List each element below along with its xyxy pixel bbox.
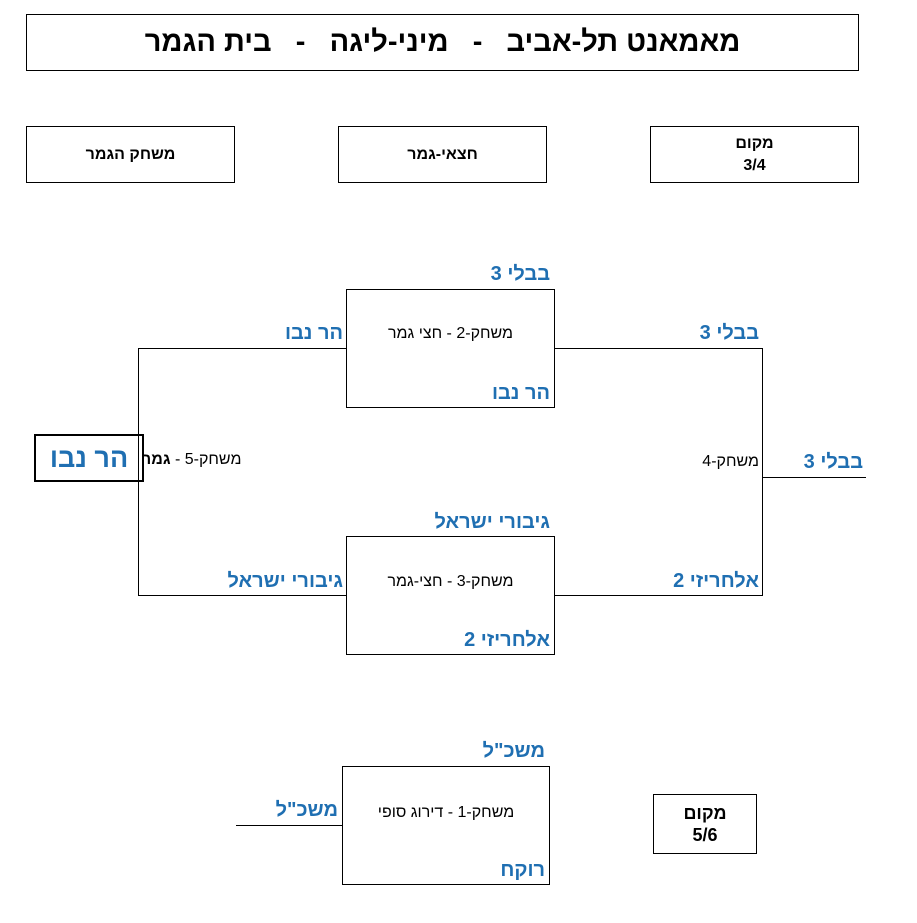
champion-box: הר נבו xyxy=(34,434,144,482)
final-bottom-team: גיבורי ישראל xyxy=(227,570,343,592)
semifinal-2-box xyxy=(346,536,555,655)
header-semifinal-label: חצאי-גמר xyxy=(407,145,478,163)
fifth-place-box xyxy=(342,766,550,885)
third-bottom-team: אלחריזי 2 xyxy=(673,570,759,592)
final-game: משחק-5 - גמר xyxy=(142,451,241,469)
place-56-value: 5/6 xyxy=(692,825,718,845)
semifinal-1-bottom-team: הר נבו xyxy=(491,382,550,404)
third-top-team: בבלי 3 xyxy=(699,322,759,344)
fifth-winner-team: משכ"ל xyxy=(275,799,338,821)
page-title: מאמאנט תל-אביב - מיני-ליגה - בית הגמר xyxy=(26,14,859,71)
final-bottom-line xyxy=(138,595,346,596)
place-56-label: מקום xyxy=(683,803,727,823)
semifinal-2-game: משחק-3 - חצי-גמר xyxy=(387,573,514,590)
final-top-team: הר נבו xyxy=(284,322,343,344)
header-final-label: משחק הגמר xyxy=(85,145,176,163)
fifth-top-team: משכ"ל xyxy=(482,740,545,762)
final-game-prefix: משחק-5 - xyxy=(170,451,242,468)
semifinal-2-top-team: גיבורי ישראל xyxy=(434,511,550,533)
header-place-34-label: מקום xyxy=(735,134,774,152)
third-bottom-line xyxy=(555,595,763,596)
semifinal-1-top-team: בבלי 3 xyxy=(490,263,550,285)
third-vertical-line xyxy=(762,348,763,595)
place-56-box: מקום 5/6 xyxy=(653,794,757,854)
header-semifinal: חצאי-גמר xyxy=(338,126,547,183)
fifth-place-game: משחק-1 - דירוג סופי xyxy=(377,804,515,821)
third-winner-line xyxy=(762,477,866,478)
fifth-bottom-team: רוקח xyxy=(500,859,545,881)
third-winner-team: בבלי 3 xyxy=(803,451,863,473)
header-place-34: מקום 3/4 xyxy=(650,126,859,183)
final-vertical-line xyxy=(138,348,139,595)
final-top-line xyxy=(138,348,346,349)
final-game-bold: גמר xyxy=(142,451,171,468)
header-place-34-value: 3/4 xyxy=(743,156,766,174)
third-game: משחק-4 xyxy=(702,453,759,470)
header-final: משחק הגמר xyxy=(26,126,235,183)
semifinal-2-bottom-team: אלחריזי 2 xyxy=(464,629,550,651)
semifinal-1-game: משחק-2 - חצי גמר xyxy=(387,325,514,342)
fifth-winner-line xyxy=(236,825,342,826)
champion-team: הר נבו xyxy=(49,442,129,473)
third-top-line xyxy=(555,348,763,349)
semifinal-1-box xyxy=(346,289,555,408)
